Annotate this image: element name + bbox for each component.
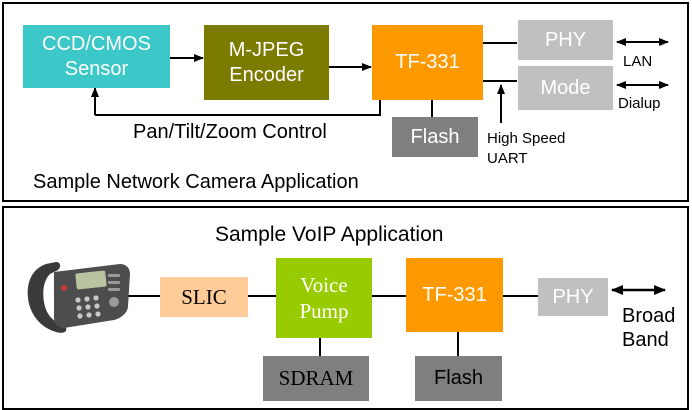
slic-block: SLIC [160,277,248,317]
tf331-chip-block-voip: TF-331 [406,258,503,332]
mode-block: Mode [518,66,613,110]
camera-title: Sample Network Camera Application [33,171,359,193]
uart-label: High Speed UART [487,130,566,167]
dialup-label: Dialup [618,95,661,112]
voip-title: Sample VoIP Application [215,223,444,246]
ccd-cmos-sensor-block: CCD/CMOS Sensor [23,25,170,88]
voice-pump-block: Voice Pump [276,258,372,338]
phy-block-voip: PHY [538,278,608,316]
tf331-chip-block: TF-331 [372,25,483,100]
ptz-feedback-line [95,100,381,116]
sdram-block: SDRAM [263,356,369,401]
broadband-label: Broad Band [622,305,676,351]
mjpeg-encoder-block: M-JPEG Encoder [204,25,329,100]
phy-block: PHY [518,20,613,60]
flash-block-voip: Flash [415,356,502,401]
phone-icon [27,262,130,333]
ptz-control-label: Pan/Tilt/Zoom Control [133,121,327,143]
flash-block: Flash [392,117,478,157]
lan-label: LAN [623,53,653,70]
